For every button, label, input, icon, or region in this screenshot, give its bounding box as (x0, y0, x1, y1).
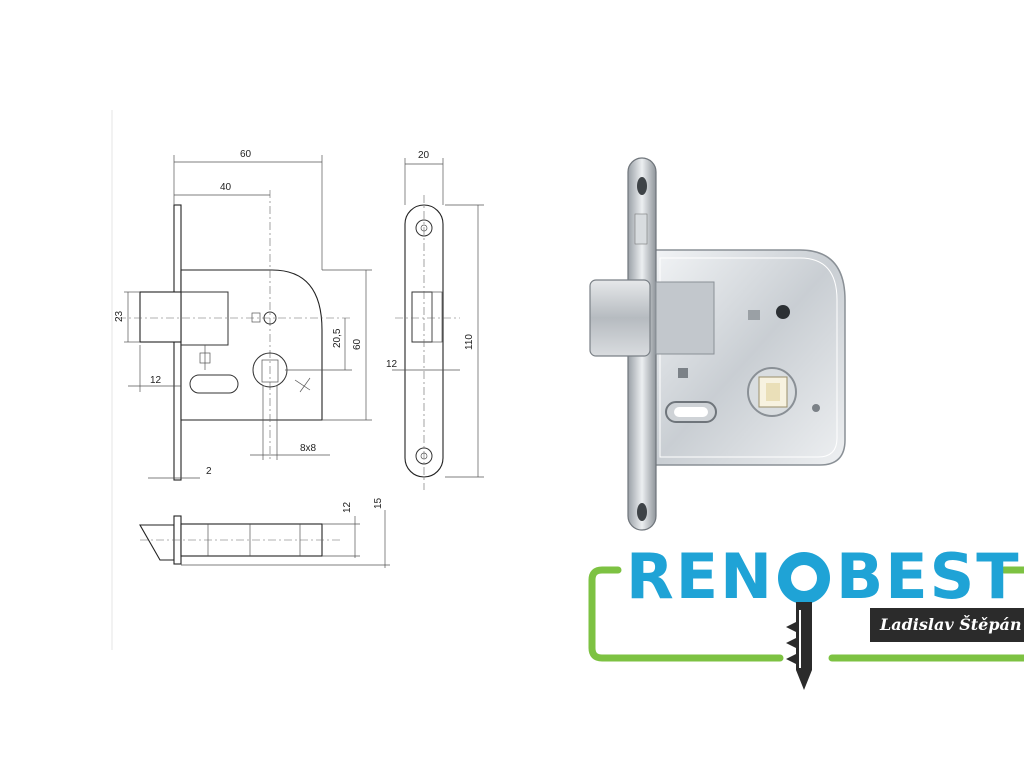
dim-body-height: 60 (352, 338, 363, 350)
spindle-hole (263, 311, 277, 325)
dim-latch-projection: 12 (150, 375, 162, 386)
dim-faceplate-height: 110 (464, 334, 475, 350)
front-view: 60 40 23 12 2 20,5 60 8x8 (114, 149, 372, 481)
renobest-logo: REN BEST Ladislav Štěpán (580, 530, 1024, 700)
spindle-hole (776, 305, 790, 319)
dim-faceplate-thickness: 2 (206, 466, 212, 477)
dim-case-offset: 12 (386, 359, 398, 370)
logo-tagline: Ladislav Štěpán (870, 608, 1024, 642)
case-outline (180, 269, 323, 421)
dim-latch-height: 23 (114, 310, 125, 322)
dim-depth-a: 12 (342, 501, 353, 513)
latch-bolt (139, 291, 182, 343)
dim-overall-width: 60 (240, 149, 252, 160)
dim-faceplate-width: 20 (418, 150, 430, 161)
logo-brand-left: REN (626, 540, 774, 613)
product-photo (589, 157, 846, 531)
key-icon (778, 552, 830, 690)
latch-bolt (589, 279, 651, 357)
screw-hole-top (637, 177, 647, 195)
logo-brand-right: BEST (836, 540, 1021, 613)
slot (189, 374, 239, 394)
dim-spindle-to-keyhole: 20,5 (332, 328, 343, 348)
logo-frame-icon (588, 552, 1024, 690)
screw-hole-bottom (637, 503, 647, 521)
side-view: 20 110 12 (386, 150, 484, 490)
dim-backset: 40 (220, 182, 232, 193)
bottom-view: 12 15 (139, 497, 390, 568)
dim-depth-b: 15 (373, 497, 384, 509)
dim-spindle: 8x8 (300, 443, 317, 454)
